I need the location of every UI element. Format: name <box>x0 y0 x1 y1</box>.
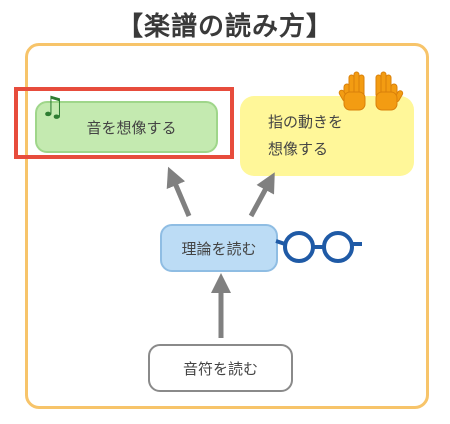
arrow-theory-to-sound <box>166 166 192 217</box>
music-note-icon: ♫ <box>40 90 66 123</box>
diagram-frame <box>25 43 429 409</box>
box-read-notes-label: 音符を読む <box>182 359 258 378</box>
box-imagine-fingers-line2: 想像する <box>268 140 329 158</box>
raised-hands-icon <box>338 71 404 111</box>
box-imagine-sound: 音を想像する <box>35 101 218 153</box>
box-read-theory-label: 理論を読む <box>181 239 257 258</box>
arrow-theory-to-fingers <box>248 172 275 218</box>
diagram-title: 【楽譜の読み方】 <box>116 12 333 42</box>
box-imagine-sound-label: 音を想像する <box>86 118 177 137</box>
box-read-notes: 音符を読む <box>148 344 293 392</box>
glasses-icon <box>275 231 362 263</box>
box-imagine-fingers-line1: 指の動きを <box>268 113 344 131</box>
box-read-theory: 理論を読む <box>160 224 278 272</box>
highlight-rectangle <box>14 87 234 159</box>
